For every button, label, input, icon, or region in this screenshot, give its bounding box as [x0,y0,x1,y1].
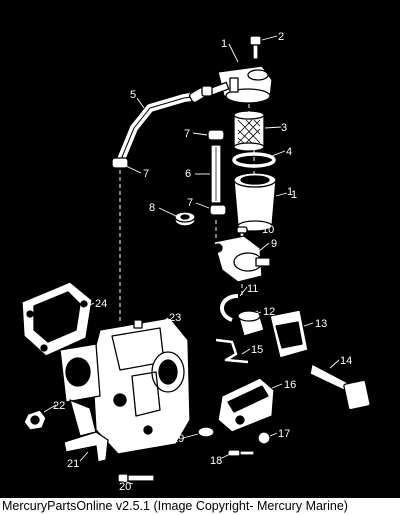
carburetor-body [91,317,191,455]
callout-label: 19 [172,433,184,445]
short-hose [210,144,222,204]
callout-label: 20 [119,481,131,493]
callout-label: 4 [286,146,292,158]
wire-link [215,338,249,364]
callout-label: 2 [278,31,284,43]
hose-fittings [111,85,227,216]
cover [269,309,309,359]
callout-label: 21 [67,458,79,470]
screw-18 [227,449,255,457]
filter-head [204,65,273,104]
callout-label: 10 [262,224,274,236]
callout-label: 24 [95,298,107,310]
callout-label: 8 [149,202,155,214]
cap-17 [257,431,271,445]
carb-intake [59,343,101,437]
callout-label: 15 [251,344,263,356]
callout-label: 6 [185,168,191,180]
callout-label: 23 [169,312,181,324]
filter-bowl [233,172,277,232]
lever-21 [63,431,109,463]
enrichener-valve [213,235,271,283]
image-caption: MercuryPartsOnline v2.5.1 (Image Copyrig… [0,498,400,515]
callout-label: 7 [184,128,190,140]
callout-label: 9 [271,238,277,250]
nut [23,409,47,431]
throttle-link [217,377,275,433]
fuel-hose-core [119,95,199,163]
filter-element [233,110,265,152]
callout-label: 1 [287,186,293,198]
bushing-19 [197,426,215,438]
callout-label: 14 [340,355,352,367]
callout-label: 18 [210,455,222,467]
callout-label: 7 [143,168,149,180]
callout-label: 13 [315,318,327,330]
callout-labels: 1 2 1 3 4 5 6 7 7 7 8 1 10 9 11 12 13 14… [53,31,352,493]
callout-label: 12 [263,306,275,318]
choke-lever [309,363,371,411]
gasket [21,281,93,357]
diagram-svg: 1 2 1 3 4 5 6 7 7 7 8 1 10 9 11 12 13 14… [21,31,371,493]
grommet [174,211,196,227]
callout-label: 7 [187,197,193,209]
retaining-clip [220,294,239,322]
plunger [237,309,265,337]
callout-label: 5 [130,89,136,101]
callout-label: 17 [278,428,290,440]
leader-lines [43,35,340,485]
callout-label: 16 [284,379,296,391]
callout-label: 3 [281,122,287,134]
bleed-screw [249,35,262,60]
callout-label: 1 [291,189,297,201]
callout-label: 1 [221,38,227,50]
exploded-parts-diagram: 1 2 1 3 4 5 6 7 7 7 8 1 10 9 11 12 13 14… [21,31,371,493]
callout-label: 11 [247,283,258,295]
callout-label: 22 [53,400,65,412]
